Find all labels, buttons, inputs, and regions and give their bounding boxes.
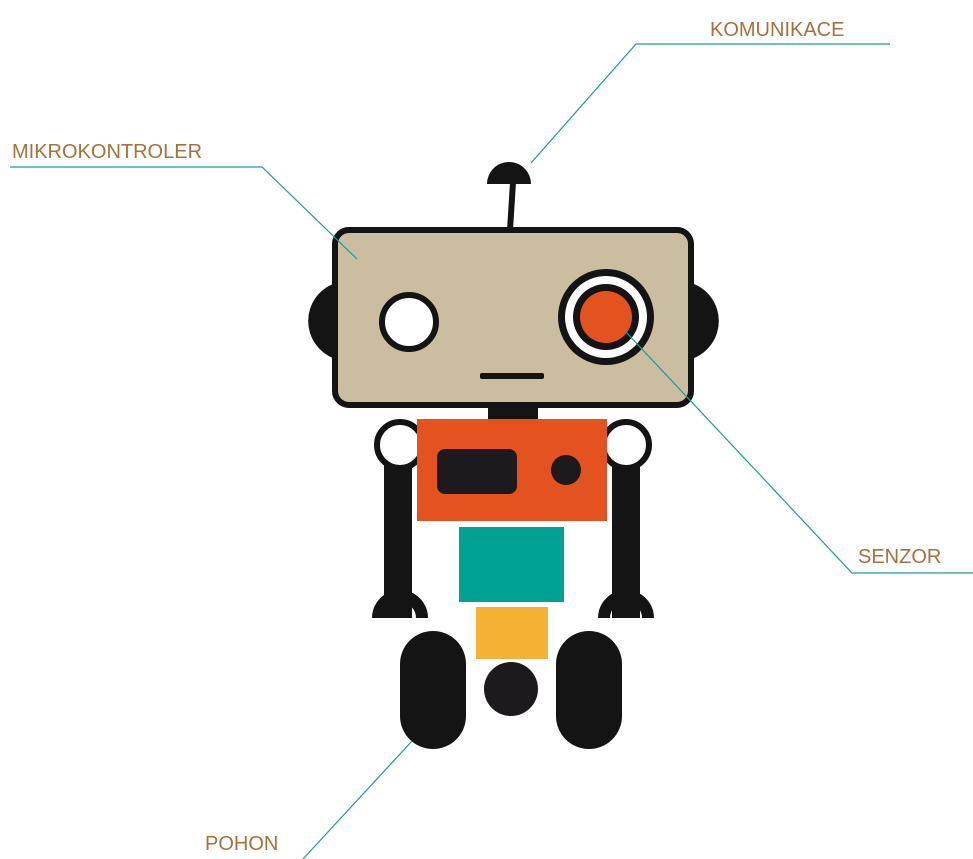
drive-ball <box>484 662 538 716</box>
hips <box>459 527 564 602</box>
label-senzor: SENZOR <box>858 546 941 568</box>
torso-display <box>437 449 517 494</box>
komunikace-leader <box>531 44 890 163</box>
base-block <box>476 607 548 659</box>
label-pohon: POHON <box>205 833 278 855</box>
antenna-dish <box>487 162 531 184</box>
label-mikrokontroler: MIKROKONTROLER <box>12 141 202 163</box>
label-komunikace: KOMUNIKACE <box>710 19 844 41</box>
left-shoulder <box>377 422 423 468</box>
antenna <box>487 162 531 230</box>
pohon-leader <box>303 741 412 859</box>
right-ear <box>694 284 719 358</box>
right-wheel <box>556 631 622 749</box>
antenna-stem <box>510 182 513 230</box>
sensor-eye <box>580 291 632 343</box>
mouth <box>480 373 544 379</box>
right-shoulder <box>603 422 649 468</box>
torso-button <box>551 455 581 485</box>
mikrokontroler-leader <box>10 167 357 259</box>
left-ear <box>308 284 333 358</box>
left-wheel <box>400 631 466 749</box>
left-eye <box>382 295 436 349</box>
